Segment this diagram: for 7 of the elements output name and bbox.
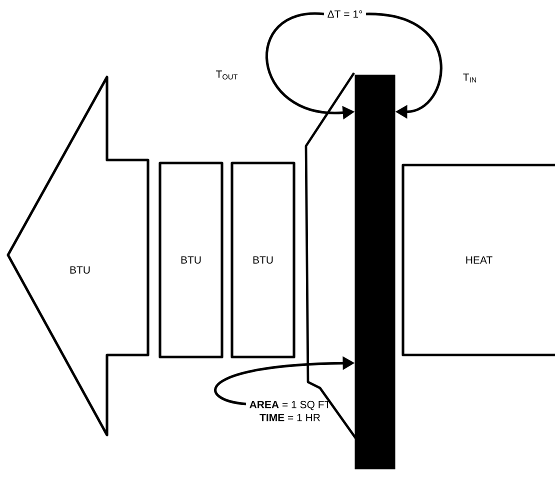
heat-box: HEAT	[402, 164, 555, 356]
btu-box: BTU	[158, 162, 224, 358]
btu-box: BTU	[230, 162, 296, 358]
curved-arrow	[366, 12, 442, 119]
temperature-label: T$_{IN}$	[463, 74, 476, 82]
temperature-label: T$_{OUT}$	[216, 70, 238, 80]
annotation-text: ΔT = 1°	[328, 10, 362, 18]
